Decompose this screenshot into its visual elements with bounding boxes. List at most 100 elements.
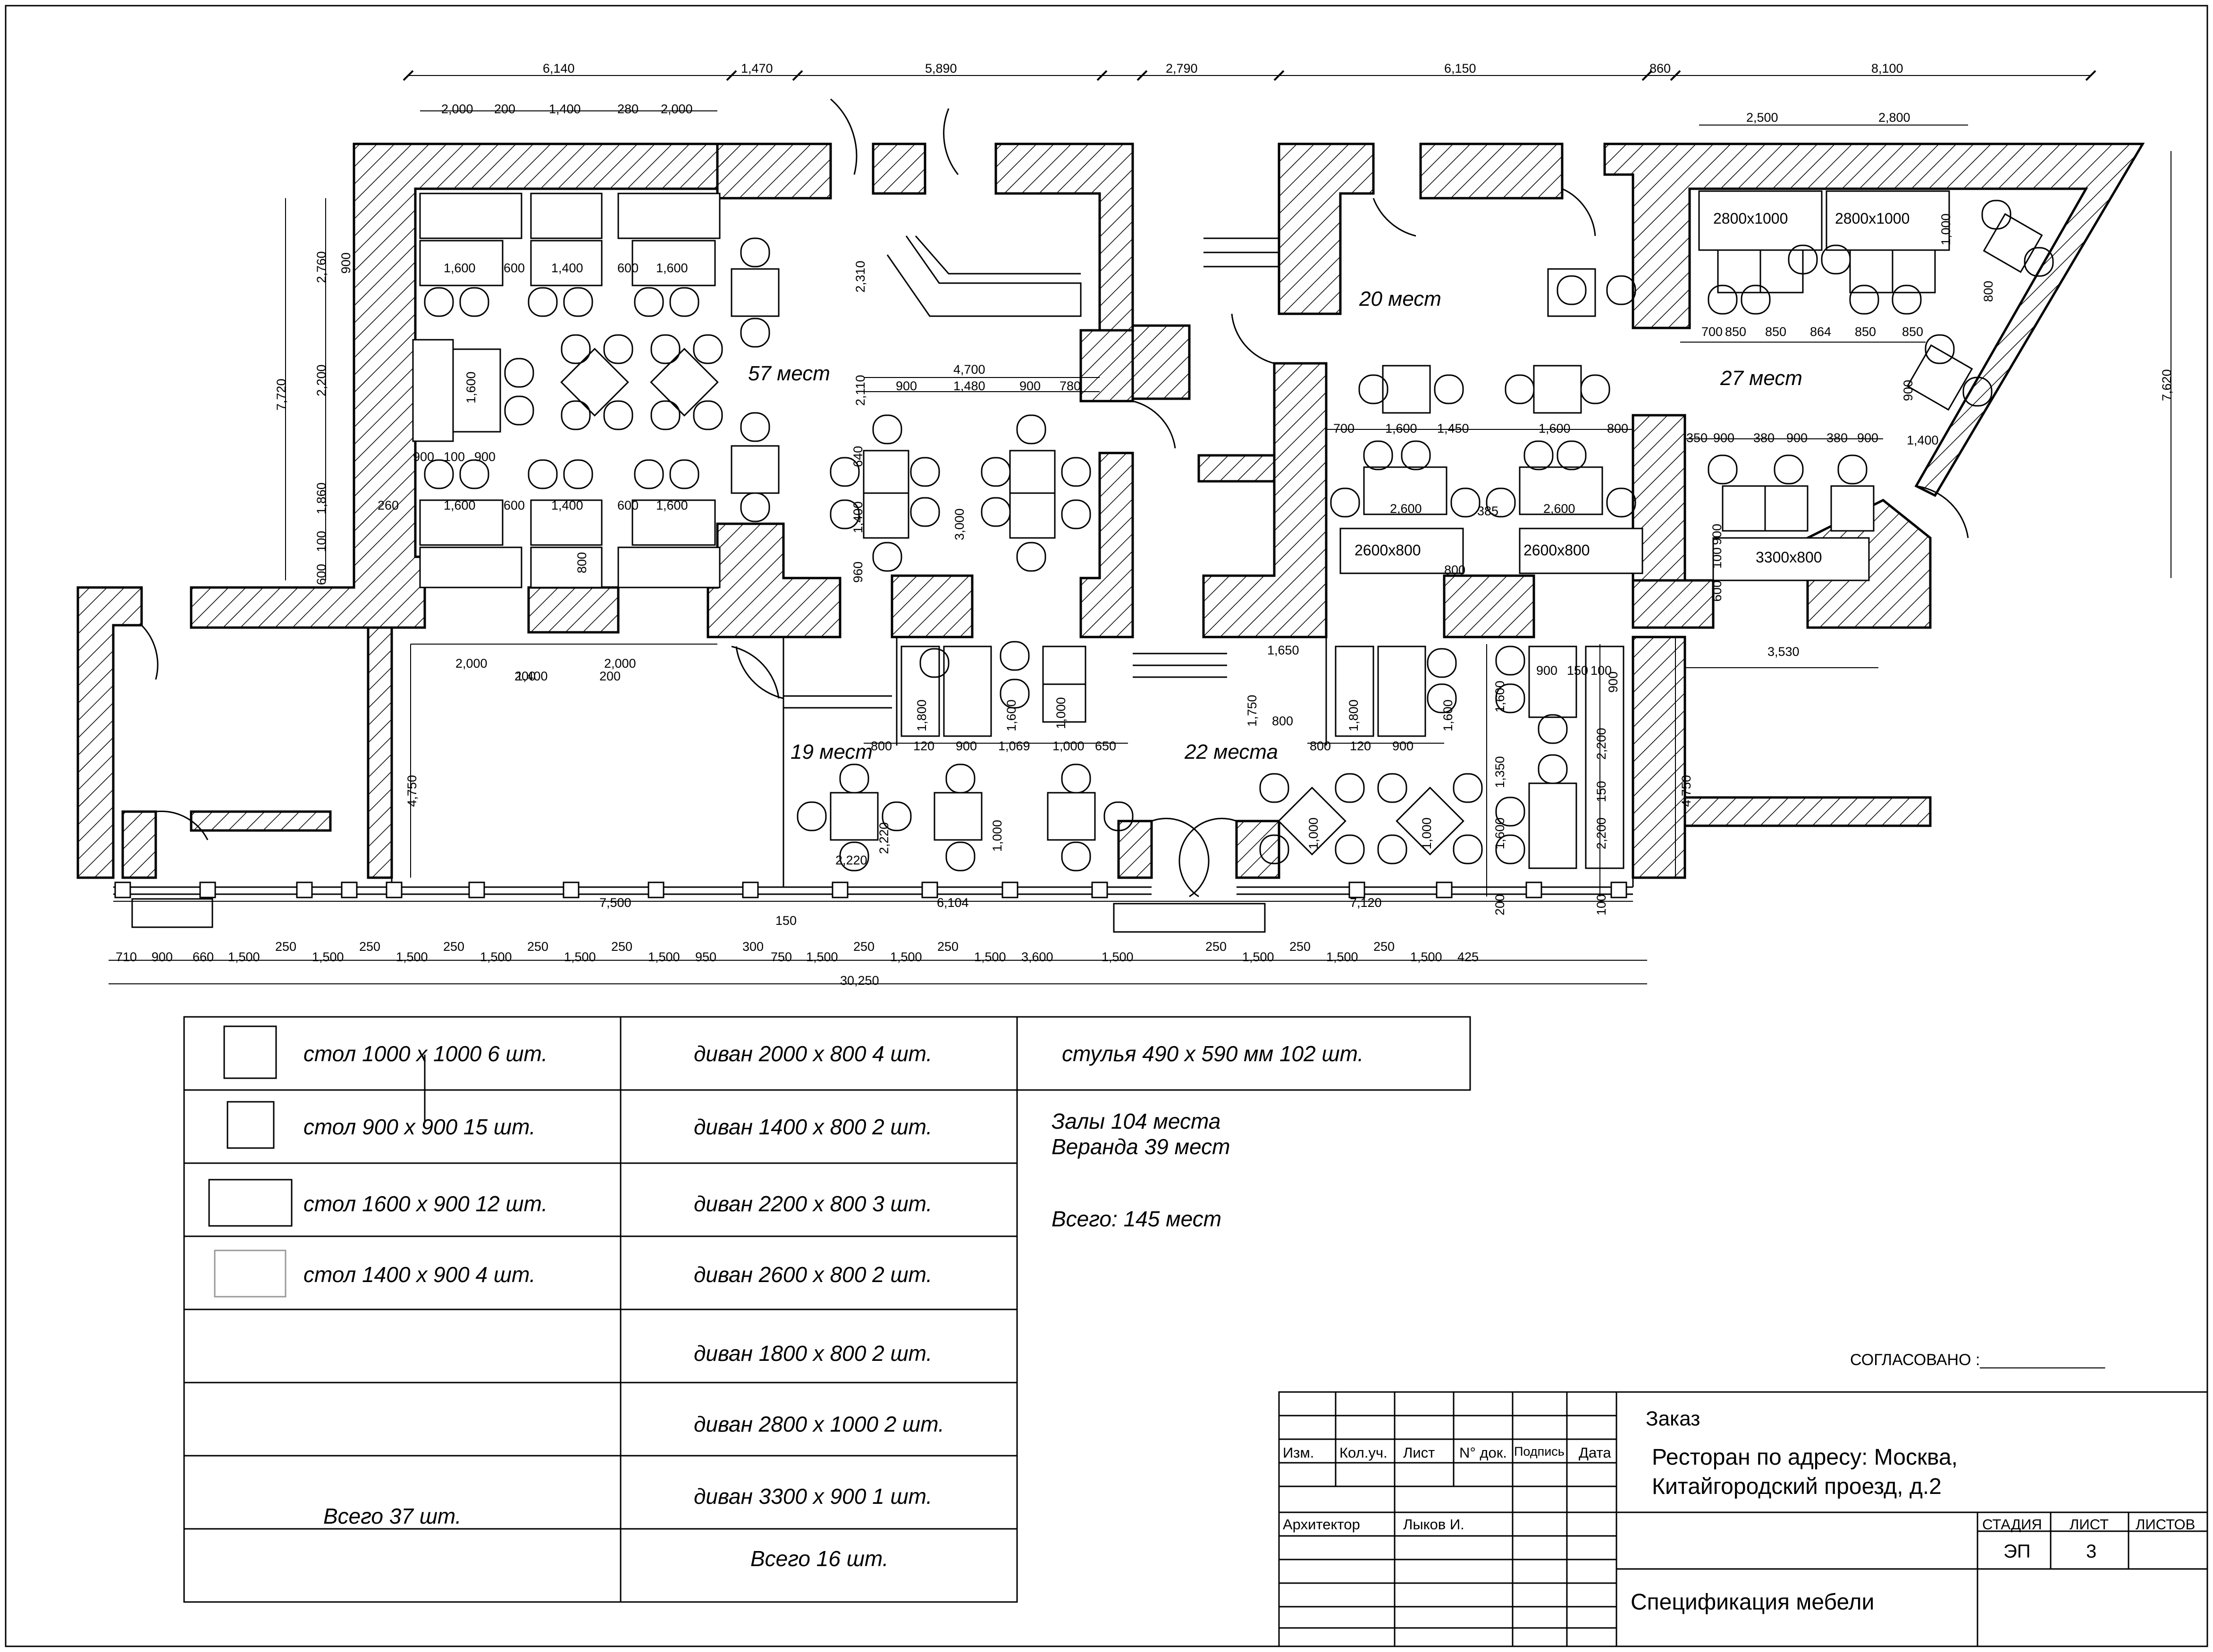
- chair: [504, 395, 534, 426]
- dimension-text: 1,400: [516, 669, 548, 683]
- column: [1091, 881, 1108, 898]
- tb-header-kol: Кол.уч.: [1339, 1444, 1388, 1461]
- dimension-text: 1,500: [974, 950, 1006, 964]
- dimension-text: 1,400: [549, 102, 581, 116]
- chair: [561, 400, 591, 430]
- dimension-text: 250: [527, 939, 549, 954]
- chair: [1495, 797, 1525, 827]
- chair: [1981, 200, 2011, 230]
- chair: [1774, 454, 1804, 485]
- chair: [1401, 440, 1431, 470]
- chair: [919, 648, 950, 678]
- dimension-text: 900: [1857, 431, 1879, 445]
- dimension-tick: [1096, 70, 1108, 81]
- dimension-text: 4,700: [953, 362, 985, 377]
- chair: [1741, 285, 1771, 315]
- chair: [872, 414, 902, 444]
- sheet-title: Спецификация мебели: [1631, 1590, 1875, 1615]
- dimension-text: 900: [413, 450, 435, 464]
- dimension-text: 1,600: [444, 261, 476, 275]
- hall-label-20: 20 мест: [1359, 287, 1441, 310]
- hall-label-57: 57 мест: [748, 362, 830, 385]
- dimension-text: 900: [956, 739, 977, 753]
- spec-table-1400: стол 1400 х 900 4 шт.: [303, 1262, 536, 1287]
- chair: [563, 287, 593, 317]
- dimension-text: 700: [1333, 421, 1355, 436]
- project-line-2: Китайгородский проезд, д.2: [1652, 1474, 1942, 1499]
- chair: [563, 459, 593, 489]
- sofa-label: 3300х800: [1756, 549, 1822, 566]
- spec-sofa-2200: диван 2200 х 800 3 шт.: [694, 1191, 933, 1216]
- column: [1348, 881, 1365, 898]
- spec-sofas-total: Всего 16 шт.: [750, 1546, 889, 1571]
- chair: [1259, 773, 1289, 803]
- project-line-1: Ресторан по адресу: Москва,: [1652, 1445, 1958, 1470]
- dimension-text: 250: [275, 939, 297, 954]
- chair: [459, 287, 489, 317]
- chair: [650, 400, 681, 430]
- chair: [839, 841, 869, 872]
- dimension-text: 1,480: [953, 379, 985, 393]
- chair: [1259, 834, 1289, 864]
- dimension-text: 900: [1713, 431, 1735, 445]
- chair: [1925, 334, 1955, 364]
- dimension-text: 100: [444, 450, 465, 464]
- dimension-text: 200: [514, 669, 536, 683]
- chair: [1495, 646, 1525, 676]
- columns: [114, 881, 1627, 898]
- dimension-text: 6,150: [1444, 61, 1476, 75]
- spec-sofa-2600: диван 2600 х 800 2 шт.: [694, 1262, 933, 1287]
- dimension-text: 425: [1457, 950, 1479, 964]
- column: [341, 881, 358, 898]
- chair: [1453, 834, 1483, 864]
- tb-header-doc: N° док.: [1459, 1444, 1507, 1461]
- dimension-text: 1,650: [1267, 643, 1299, 657]
- dimension-text: 800: [871, 739, 892, 753]
- dimension-text: 250: [1373, 939, 1395, 954]
- dimension-text: 750: [771, 950, 792, 964]
- dimension-text: 200: [494, 102, 516, 116]
- dimension-text: 950: [695, 950, 717, 964]
- chair: [1358, 374, 1388, 404]
- dimension-tick: [2085, 70, 2096, 81]
- dimension-text: 700: [1701, 325, 1723, 339]
- chair: [1061, 841, 1091, 872]
- sofa-label: 2600х800: [1355, 542, 1421, 559]
- walls: [76, 143, 2145, 879]
- dimension-text: 250: [611, 939, 633, 954]
- dimension-text: 380: [1753, 431, 1775, 445]
- dimension-text: 6,140: [543, 61, 575, 75]
- chair: [1453, 773, 1483, 803]
- dimension-text: 120: [913, 739, 935, 753]
- chair: [1427, 683, 1457, 713]
- dimension-text: 900: [1392, 739, 1414, 753]
- dimension-tick: [1670, 70, 1681, 81]
- chair: [740, 318, 770, 348]
- dimension-text: 1,600: [656, 498, 688, 512]
- dimension-tick: [1136, 70, 1148, 81]
- dimension-text: 780: [1060, 379, 1081, 393]
- spec-sofa-3300: диван 3300 х 900 1 шт.: [694, 1484, 933, 1509]
- spec-sofa-1400: диван 1400 х 800 2 шт.: [694, 1115, 933, 1139]
- dimension-text: 900: [474, 450, 496, 464]
- chair: [1000, 679, 1030, 709]
- stage-value: ЭП: [2003, 1541, 2031, 1562]
- dimension-text: 8,100: [1871, 61, 1903, 75]
- column: [648, 881, 665, 898]
- dimension-text: 1,600: [444, 498, 476, 512]
- hall-label-19: 19 мест: [791, 740, 873, 763]
- dimension-text: 280: [617, 102, 639, 116]
- dimension-text: 800: [1272, 714, 1294, 728]
- chair: [1708, 285, 1738, 315]
- dimension-text: 600: [617, 498, 639, 512]
- dimension-text: 250: [1289, 939, 1311, 954]
- dimension-text: 1,500: [1410, 950, 1442, 964]
- dimension-text: 1,500: [1242, 950, 1274, 964]
- sofa-label: 2800х1000: [1713, 210, 1788, 227]
- chair: [1450, 487, 1481, 518]
- dimension-text: 1,600: [656, 261, 688, 275]
- dimension-text: 120: [1350, 739, 1372, 753]
- column: [199, 881, 216, 898]
